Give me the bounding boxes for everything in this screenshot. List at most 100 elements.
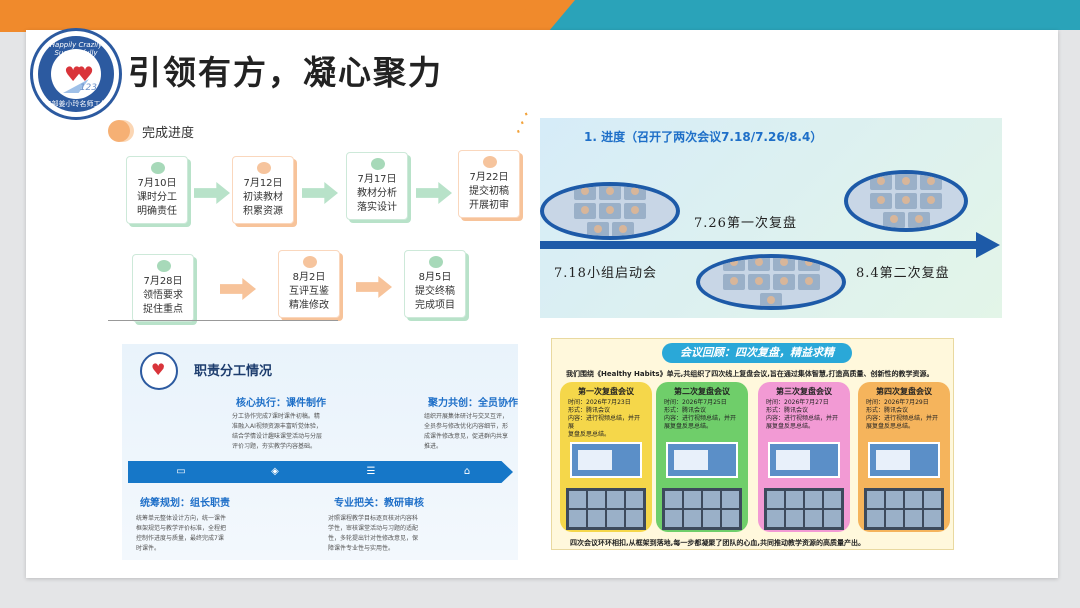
- progress-step: 8月5日提交终稿完成项目: [404, 250, 466, 318]
- label-kickoff: 7.18小组启动会: [554, 266, 657, 281]
- step-line2: 完成项目: [415, 300, 455, 311]
- duty-text-core: 分工协作完成7课时课件初稿。精准融入AI视频资源丰富听觉体验，结合学情设计趣味课…: [232, 413, 323, 450]
- duties-title: 职责分工情况: [194, 364, 273, 379]
- review-card: 第二次复盘会议时间：2026年7月25日形式：腾讯会议内容：进行视频总结，并开展…: [656, 382, 748, 532]
- slide-thumbnail: [666, 442, 738, 478]
- review-banner: 会议回顾：四次复盘，精益求精: [662, 343, 852, 363]
- step-date: 8月5日: [418, 272, 452, 283]
- card-line: 形式：腾讯会议: [568, 407, 611, 414]
- slide-thumbnail: [868, 442, 940, 478]
- card-line: 内容：进行视频总结，并开: [664, 415, 737, 422]
- progress-step: 8月2日互评互鉴精准修改: [278, 250, 340, 318]
- progress-step: 7月28日领悟要求捉住重点: [132, 254, 194, 322]
- meetings-panel: 1. 进度（召开了两次会议7.18/7.26/8.4） 7.18小组启动会 7.…: [540, 118, 1002, 318]
- meeting-photo-3: [844, 170, 968, 232]
- step-line2: 开展初审: [469, 200, 509, 211]
- step-date: 8月2日: [292, 272, 326, 283]
- duty-text-lead: 统筹单元整体设计方向，统一课件框架规范与教学评价标准，全程把控制作进度与质量，最…: [136, 515, 227, 552]
- participant-tile: [882, 212, 905, 228]
- studio-logo: Happily Crazily Successfully ♥♥ 123 教育部姜…: [30, 28, 122, 120]
- meeting-photo-2: [696, 254, 846, 310]
- top-teal-band-right: [780, 0, 1080, 30]
- step-bubble-icon: [303, 256, 317, 268]
- card-title: 第二次复盘会议: [674, 387, 730, 396]
- duty-heading-collab: 聚力共创：全员协作: [428, 398, 518, 409]
- video-call-grid: [662, 488, 742, 530]
- participant-tile: [747, 274, 770, 290]
- step-line2: 明确责任: [137, 206, 177, 217]
- participant-tile: [599, 203, 621, 219]
- participant-tile: [722, 258, 745, 271]
- step-line2: 落实设计: [357, 202, 397, 213]
- card-title: 第三次复盘会议: [776, 387, 832, 396]
- progress-header: 完成进度: [108, 120, 194, 142]
- review-intro: 我们围绕《Healthy Habits》单元,共组织了四次线上复盘会议,旨在通过…: [566, 370, 934, 378]
- card-line: 形式：腾讯会议: [664, 407, 707, 414]
- participant-tile: [920, 193, 942, 209]
- logo-center: ♥♥: [51, 49, 101, 99]
- card-line: 内容：进行视频总结，并开: [866, 415, 939, 422]
- card-line: 展复盘反思总结。: [866, 423, 915, 430]
- participant-tile: [760, 293, 782, 306]
- card-title: 第一次复盘会议: [578, 387, 634, 396]
- meetings-title: 1. 进度（召开了两次会议7.18/7.26/8.4）: [584, 130, 823, 144]
- step-line1: 提交初稿: [469, 186, 509, 197]
- participant-tile: [611, 222, 634, 236]
- step-line2: 捉住重点: [143, 304, 183, 315]
- card-line: 展复盘反思总结。: [664, 423, 713, 430]
- card-line: 时间：2026年7月29日: [866, 399, 929, 406]
- step-date: 7月28日: [143, 276, 183, 287]
- card-line: 展复盘反思总结。: [766, 423, 815, 430]
- step-line1: 教材分析: [357, 188, 397, 199]
- participant-tile: [722, 274, 745, 290]
- card-line: 形式：腾讯会议: [866, 407, 909, 414]
- label-first-review: 7.26第一次复盘: [694, 216, 797, 231]
- participant-tile: [586, 222, 609, 236]
- participant-tile: [920, 174, 942, 190]
- participant-tile: [797, 258, 820, 271]
- participant-tile: [870, 174, 892, 190]
- participant-tile: [772, 274, 795, 290]
- video-call-grid: [566, 488, 646, 530]
- card-line: 时间：2026年7月23日: [568, 399, 631, 406]
- duty-heading-core: 核心执行：课件制作: [236, 398, 326, 409]
- card-title: 第四次复盘会议: [876, 387, 932, 396]
- step-date: 7月22日: [469, 172, 509, 183]
- progress-step: 7月12日初读教材积累资源: [232, 156, 294, 224]
- video-call-grid: [764, 488, 844, 530]
- duties-logo-icon: [140, 352, 178, 390]
- duty-text-collab: 组织开展集体研讨与交叉互评，全员参与修改优化内容细节，形成课件修改意见，促进群内…: [424, 413, 509, 450]
- review-footer: 四次会议环环相扣,从框架到落地,每一步都凝聚了团队的心血,共同推动教学资源的高质…: [570, 539, 865, 547]
- layers-icon: ☰: [366, 466, 376, 477]
- card-line: 内容：进行视频总结，并开: [766, 415, 839, 422]
- participant-tile: [797, 274, 820, 290]
- duty-heading-lead: 统筹规划：组长职责: [140, 498, 230, 509]
- progress-title: 完成进度: [142, 125, 195, 141]
- page-title: 引领有方，凝心聚力: [128, 53, 443, 92]
- slide-thumbnail: [768, 442, 840, 478]
- step-line2: 精准修改: [289, 300, 329, 311]
- logo-badge: 123: [79, 83, 97, 93]
- participant-tile: [574, 186, 596, 200]
- step-bubble-icon: [429, 256, 443, 268]
- step-date: 7月17日: [357, 174, 397, 185]
- progress-step: 7月22日提交初稿开展初审: [458, 150, 520, 218]
- participant-tile: [772, 258, 795, 271]
- step-bubble-icon: [371, 158, 385, 170]
- step-bubble-icon: [157, 260, 171, 272]
- participant-tile: [895, 174, 917, 190]
- step-line1: 初读教材: [243, 192, 283, 203]
- step-line1: 互评互鉴: [289, 286, 329, 297]
- participant-tile: [895, 193, 917, 209]
- step-bubble-icon: [257, 162, 271, 174]
- slide-thumbnail: [570, 442, 642, 478]
- divider-line: [108, 320, 338, 321]
- label-second-review: 8.4第二次复盘: [856, 266, 950, 281]
- duty-heading-review: 专业把关：教研审核: [334, 498, 424, 509]
- progress-step: 7月17日教材分析落实设计: [346, 152, 408, 220]
- cube-icon: ◈: [271, 466, 279, 477]
- participant-tile: [870, 193, 892, 209]
- top-orange-band: [0, 0, 600, 32]
- review-card: 第四次复盘会议时间：2026年7月29日形式：腾讯会议内容：进行视频总结，并开展…: [858, 382, 950, 532]
- card-line: 时间：2026年7月25日: [664, 399, 727, 406]
